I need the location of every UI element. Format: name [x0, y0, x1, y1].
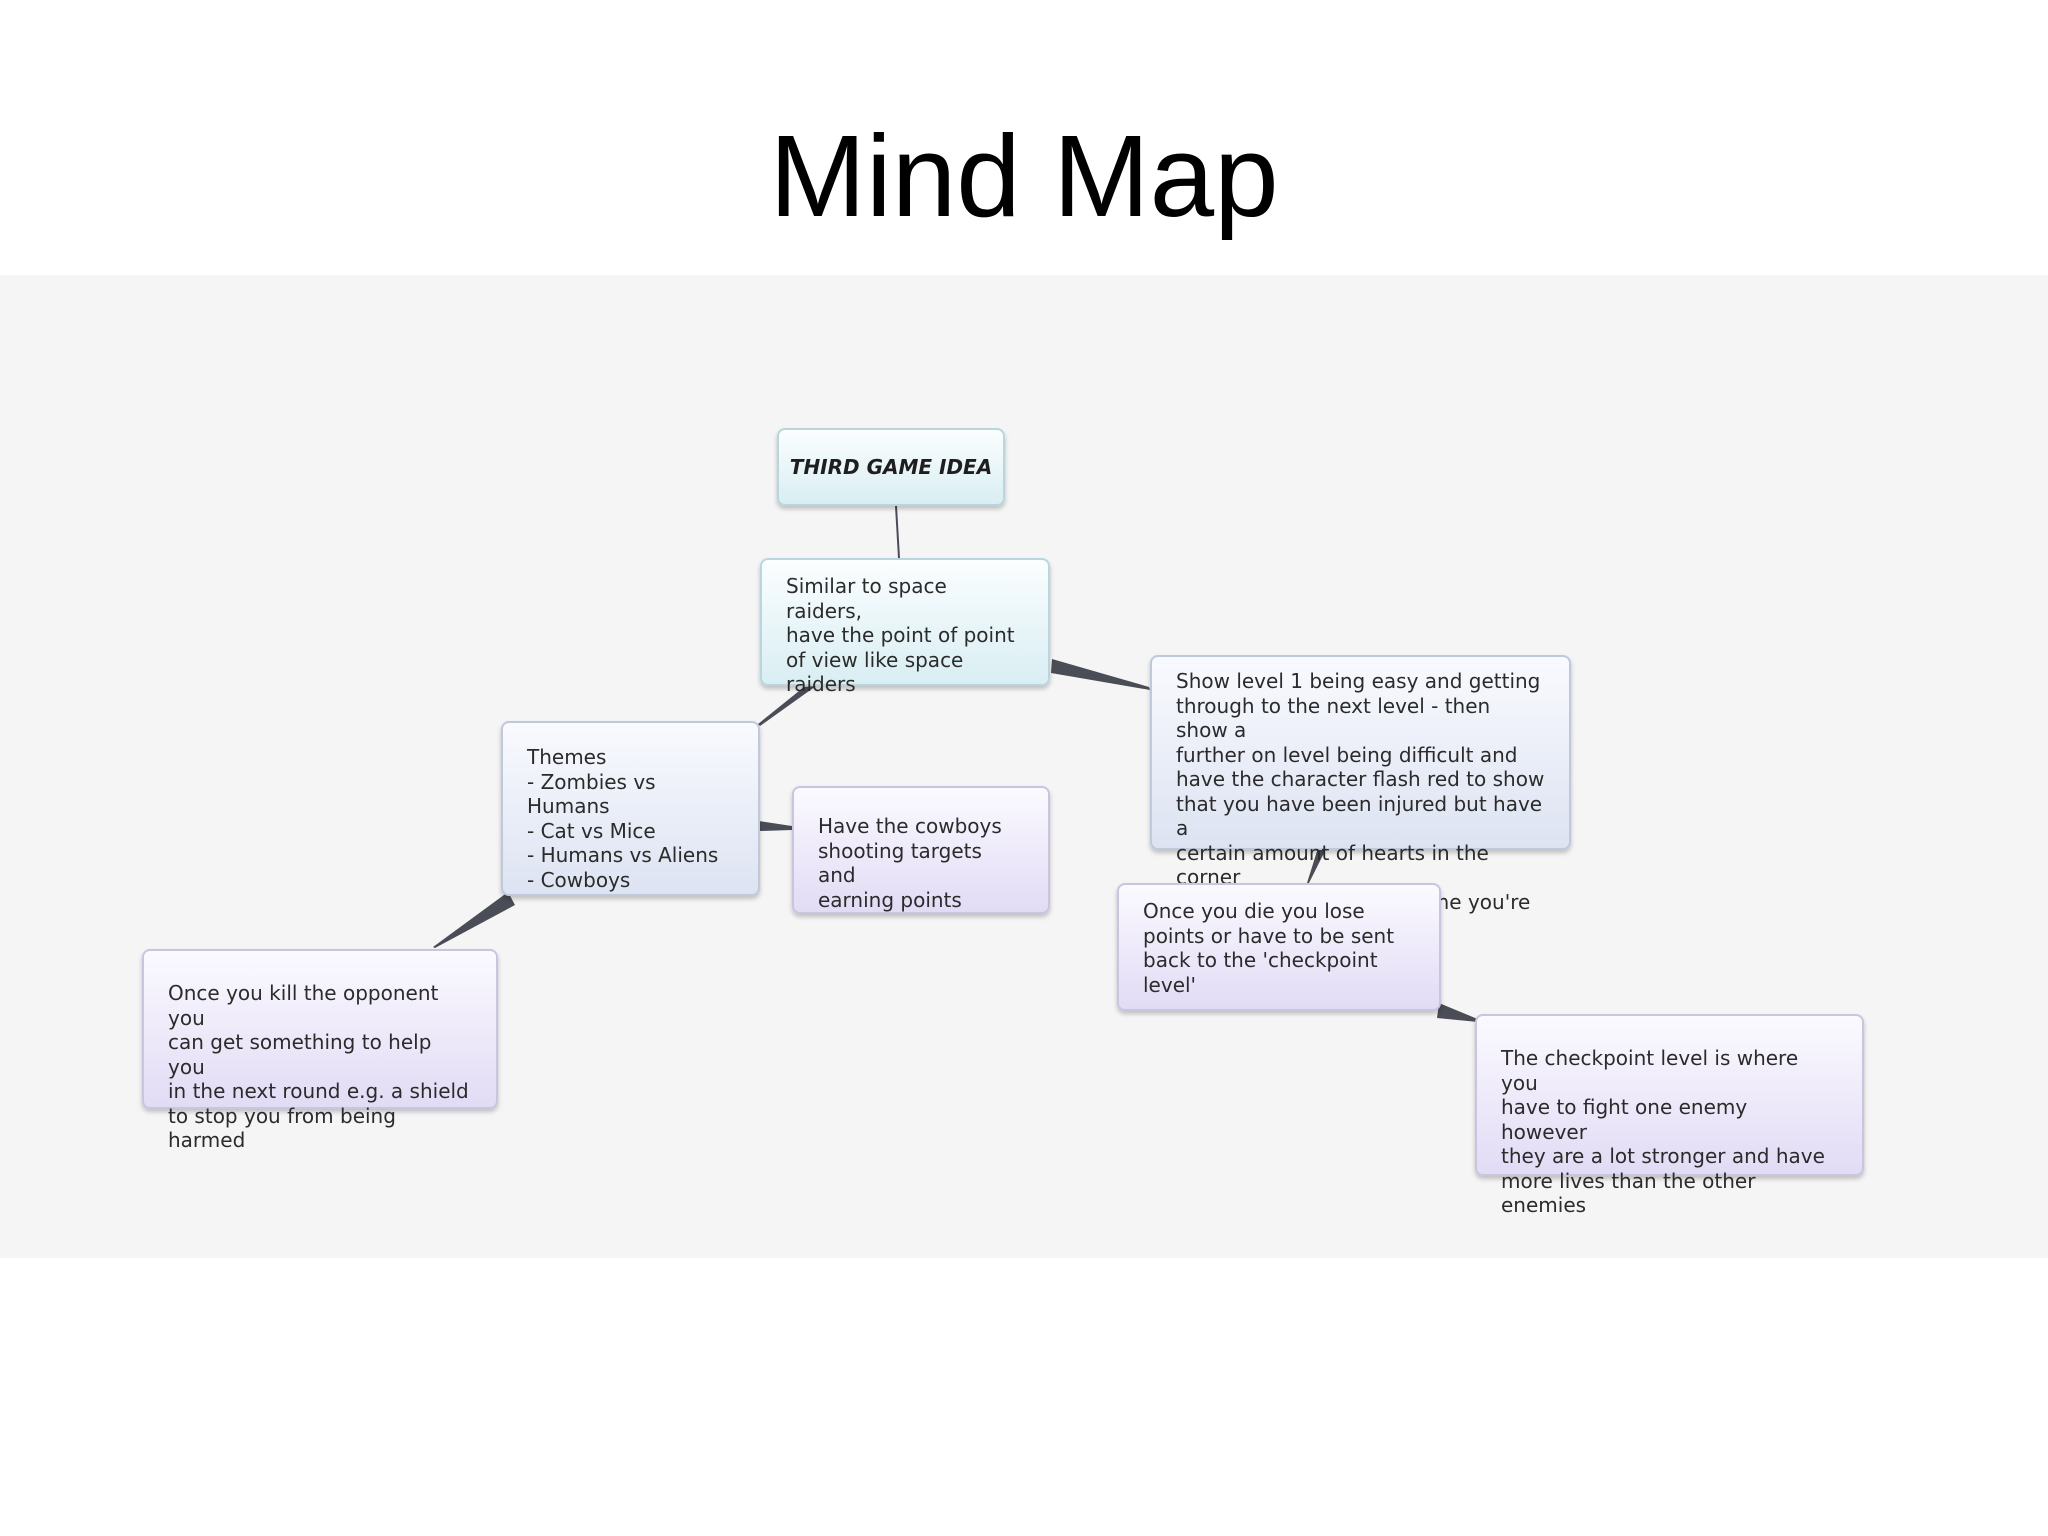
- node-cowboys[interactable]: Have the cowboys shooting targets and ea…: [792, 786, 1050, 914]
- node-space-raiders[interactable]: Similar to space raiders, have the point…: [760, 558, 1050, 696]
- node-themes[interactable]: Themes - Zombies vs Humans - Cat vs Mice…: [501, 721, 760, 896]
- connectors: [433, 505, 1480, 1022]
- slide-title: Mind Map: [769, 111, 1279, 241]
- connector-themes-kill-opponent: [433, 892, 515, 948]
- connector-space-raiders-levels: [1051, 659, 1150, 690]
- connector-die-checkpoint: [1437, 1003, 1480, 1022]
- node-kill-opponent[interactable]: Once you kill the opponent you can get s…: [142, 949, 498, 1152]
- node-die[interactable]: Once you die you lose points or have to …: [1117, 883, 1441, 1011]
- node-levels[interactable]: Show level 1 being easy and getting thro…: [1150, 655, 1571, 938]
- mind-map-canvas: THIRD GAME IDEA Similar to space raiders…: [0, 275, 2048, 1258]
- connector-root-space-raiders: [895, 505, 900, 559]
- connector-levels-die: [1307, 848, 1326, 883]
- connector-themes-cowboys: [759, 821, 792, 831]
- node-checkpoint[interactable]: The checkpoint level is where you have t…: [1475, 1014, 1864, 1217]
- node-root-third-game-idea[interactable]: THIRD GAME IDEA: [777, 428, 1005, 506]
- connector-space-raiders-themes: [758, 686, 816, 726]
